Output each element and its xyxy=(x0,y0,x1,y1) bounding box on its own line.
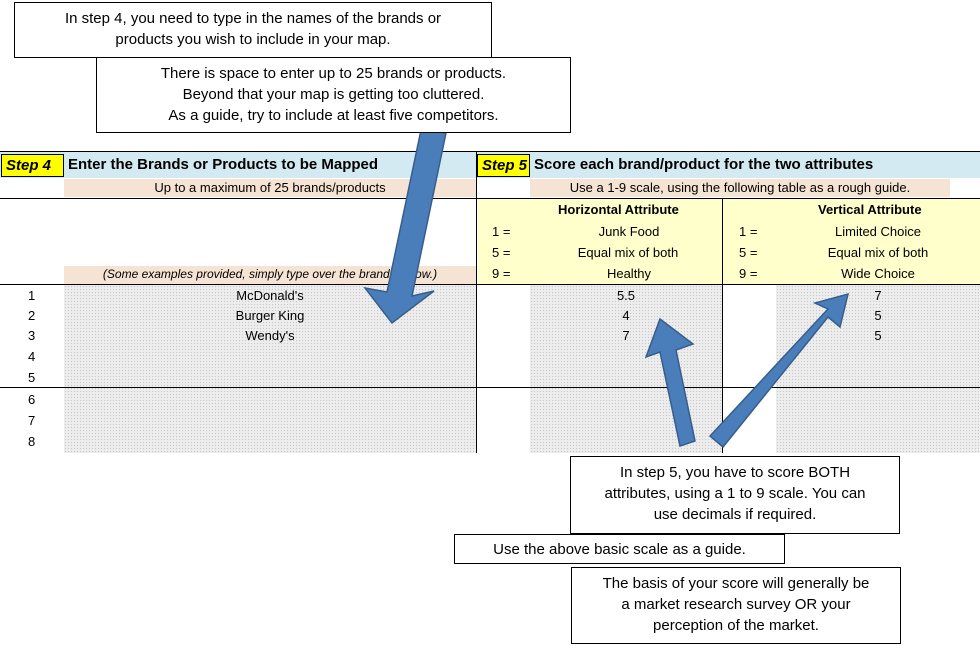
row-number: 4 xyxy=(28,349,36,364)
brand-cell[interactable]: McDonald's xyxy=(236,288,304,303)
scale-key: 5 = xyxy=(492,245,511,260)
callout-line: attributes, using a 1 to 9 scale. You ca… xyxy=(604,485,866,502)
step5-badge: Step 5 xyxy=(477,154,530,177)
scale-label: Healthy xyxy=(606,266,652,281)
horizontal-attribute-box: Horizontal Attribute 1 = Junk Food 5 = E… xyxy=(478,199,722,284)
row-number: 2 xyxy=(28,308,36,323)
row-number: 3 xyxy=(28,328,36,343)
horizontal-score-cell[interactable]: 4 xyxy=(622,308,630,323)
divider xyxy=(722,199,723,453)
step4-intro-callout: In step 4, you need to type in the names… xyxy=(14,2,492,58)
scale-key: 5 = xyxy=(739,245,758,260)
scale-label: Junk Food xyxy=(598,224,660,239)
step4-subtitle: Up to a maximum of 25 brands/products xyxy=(64,179,476,197)
row-number: 5 xyxy=(28,370,36,385)
divider xyxy=(0,198,980,199)
brand-cell[interactable]: Wendy's xyxy=(245,328,295,343)
vertical-score-cell[interactable]: 7 xyxy=(874,288,882,303)
callout-line: Beyond that your map is getting too clut… xyxy=(182,86,485,103)
basis-note-callout: The basis of your score will generally b… xyxy=(571,567,901,644)
step5-header-bar xyxy=(477,152,980,178)
spreadsheet: Step 4 Enter the Brands or Products to b… xyxy=(0,151,980,453)
callout-line: use decimals if required. xyxy=(653,506,817,523)
step5-intro-callout: In step 5, you have to score BOTH attrib… xyxy=(570,456,900,534)
callout-line: products you wish to include in your map… xyxy=(115,31,391,48)
step4-badge: Step 4 xyxy=(1,154,64,177)
row-number: 7 xyxy=(28,413,36,428)
scale-key: 1 = xyxy=(492,224,511,239)
vertical-score-cell[interactable]: 5 xyxy=(874,328,882,343)
row-number: 6 xyxy=(28,392,36,407)
vertical-attribute-title: Vertical Attribute xyxy=(818,202,922,217)
scale-label: Equal mix of both xyxy=(827,245,929,260)
scale-guide-callout: Use the above basic scale as a guide. xyxy=(454,534,785,564)
callout-line: a market research survey OR your xyxy=(621,596,851,613)
row-number: 8 xyxy=(28,434,36,449)
brand-cell[interactable]: Burger King xyxy=(235,308,305,323)
horizontal-score-cell[interactable]: 7 xyxy=(622,328,630,343)
vertical-score-cell[interactable]: 5 xyxy=(874,308,882,323)
examples-note: (Some examples provided, simply type ove… xyxy=(64,266,476,284)
callout-line: The basis of your score will generally b… xyxy=(602,575,870,592)
scale-key: 9 = xyxy=(739,266,758,281)
step5-title: Score each brand/product for the two att… xyxy=(534,156,874,173)
divider xyxy=(0,284,980,285)
step5-subtitle: Use a 1-9 scale, using the following tab… xyxy=(530,179,950,197)
callout-line: perception of the market. xyxy=(653,617,819,634)
scale-label: Limited Choice xyxy=(835,224,921,239)
divider xyxy=(0,387,980,388)
row-number: 1 xyxy=(28,288,36,303)
vertical-attribute-box: Vertical Attribute 1 = Limited Choice 5 … xyxy=(723,199,980,284)
horizontal-score-cell[interactable]: 5.5 xyxy=(616,288,636,303)
callout-line: Use the above basic scale as a guide. xyxy=(493,541,746,558)
scale-label: Wide Choice xyxy=(841,266,915,281)
scale-key: 9 = xyxy=(492,266,511,281)
scale-label: Equal mix of both xyxy=(577,245,679,260)
step4-title: Enter the Brands or Products to be Mappe… xyxy=(68,156,379,173)
divider xyxy=(0,151,980,152)
callout-line: There is space to enter up to 25 brands … xyxy=(160,65,507,82)
callout-line: As a guide, try to include at least five… xyxy=(168,107,499,124)
callout-line: In step 5, you have to score BOTH xyxy=(619,464,851,481)
space-note-callout: There is space to enter up to 25 brands … xyxy=(96,57,571,133)
horizontal-attribute-title: Horizontal Attribute xyxy=(558,202,679,217)
divider xyxy=(476,151,477,453)
callout-line: In step 4, you need to type in the names… xyxy=(64,10,442,27)
scale-key: 1 = xyxy=(739,224,758,239)
